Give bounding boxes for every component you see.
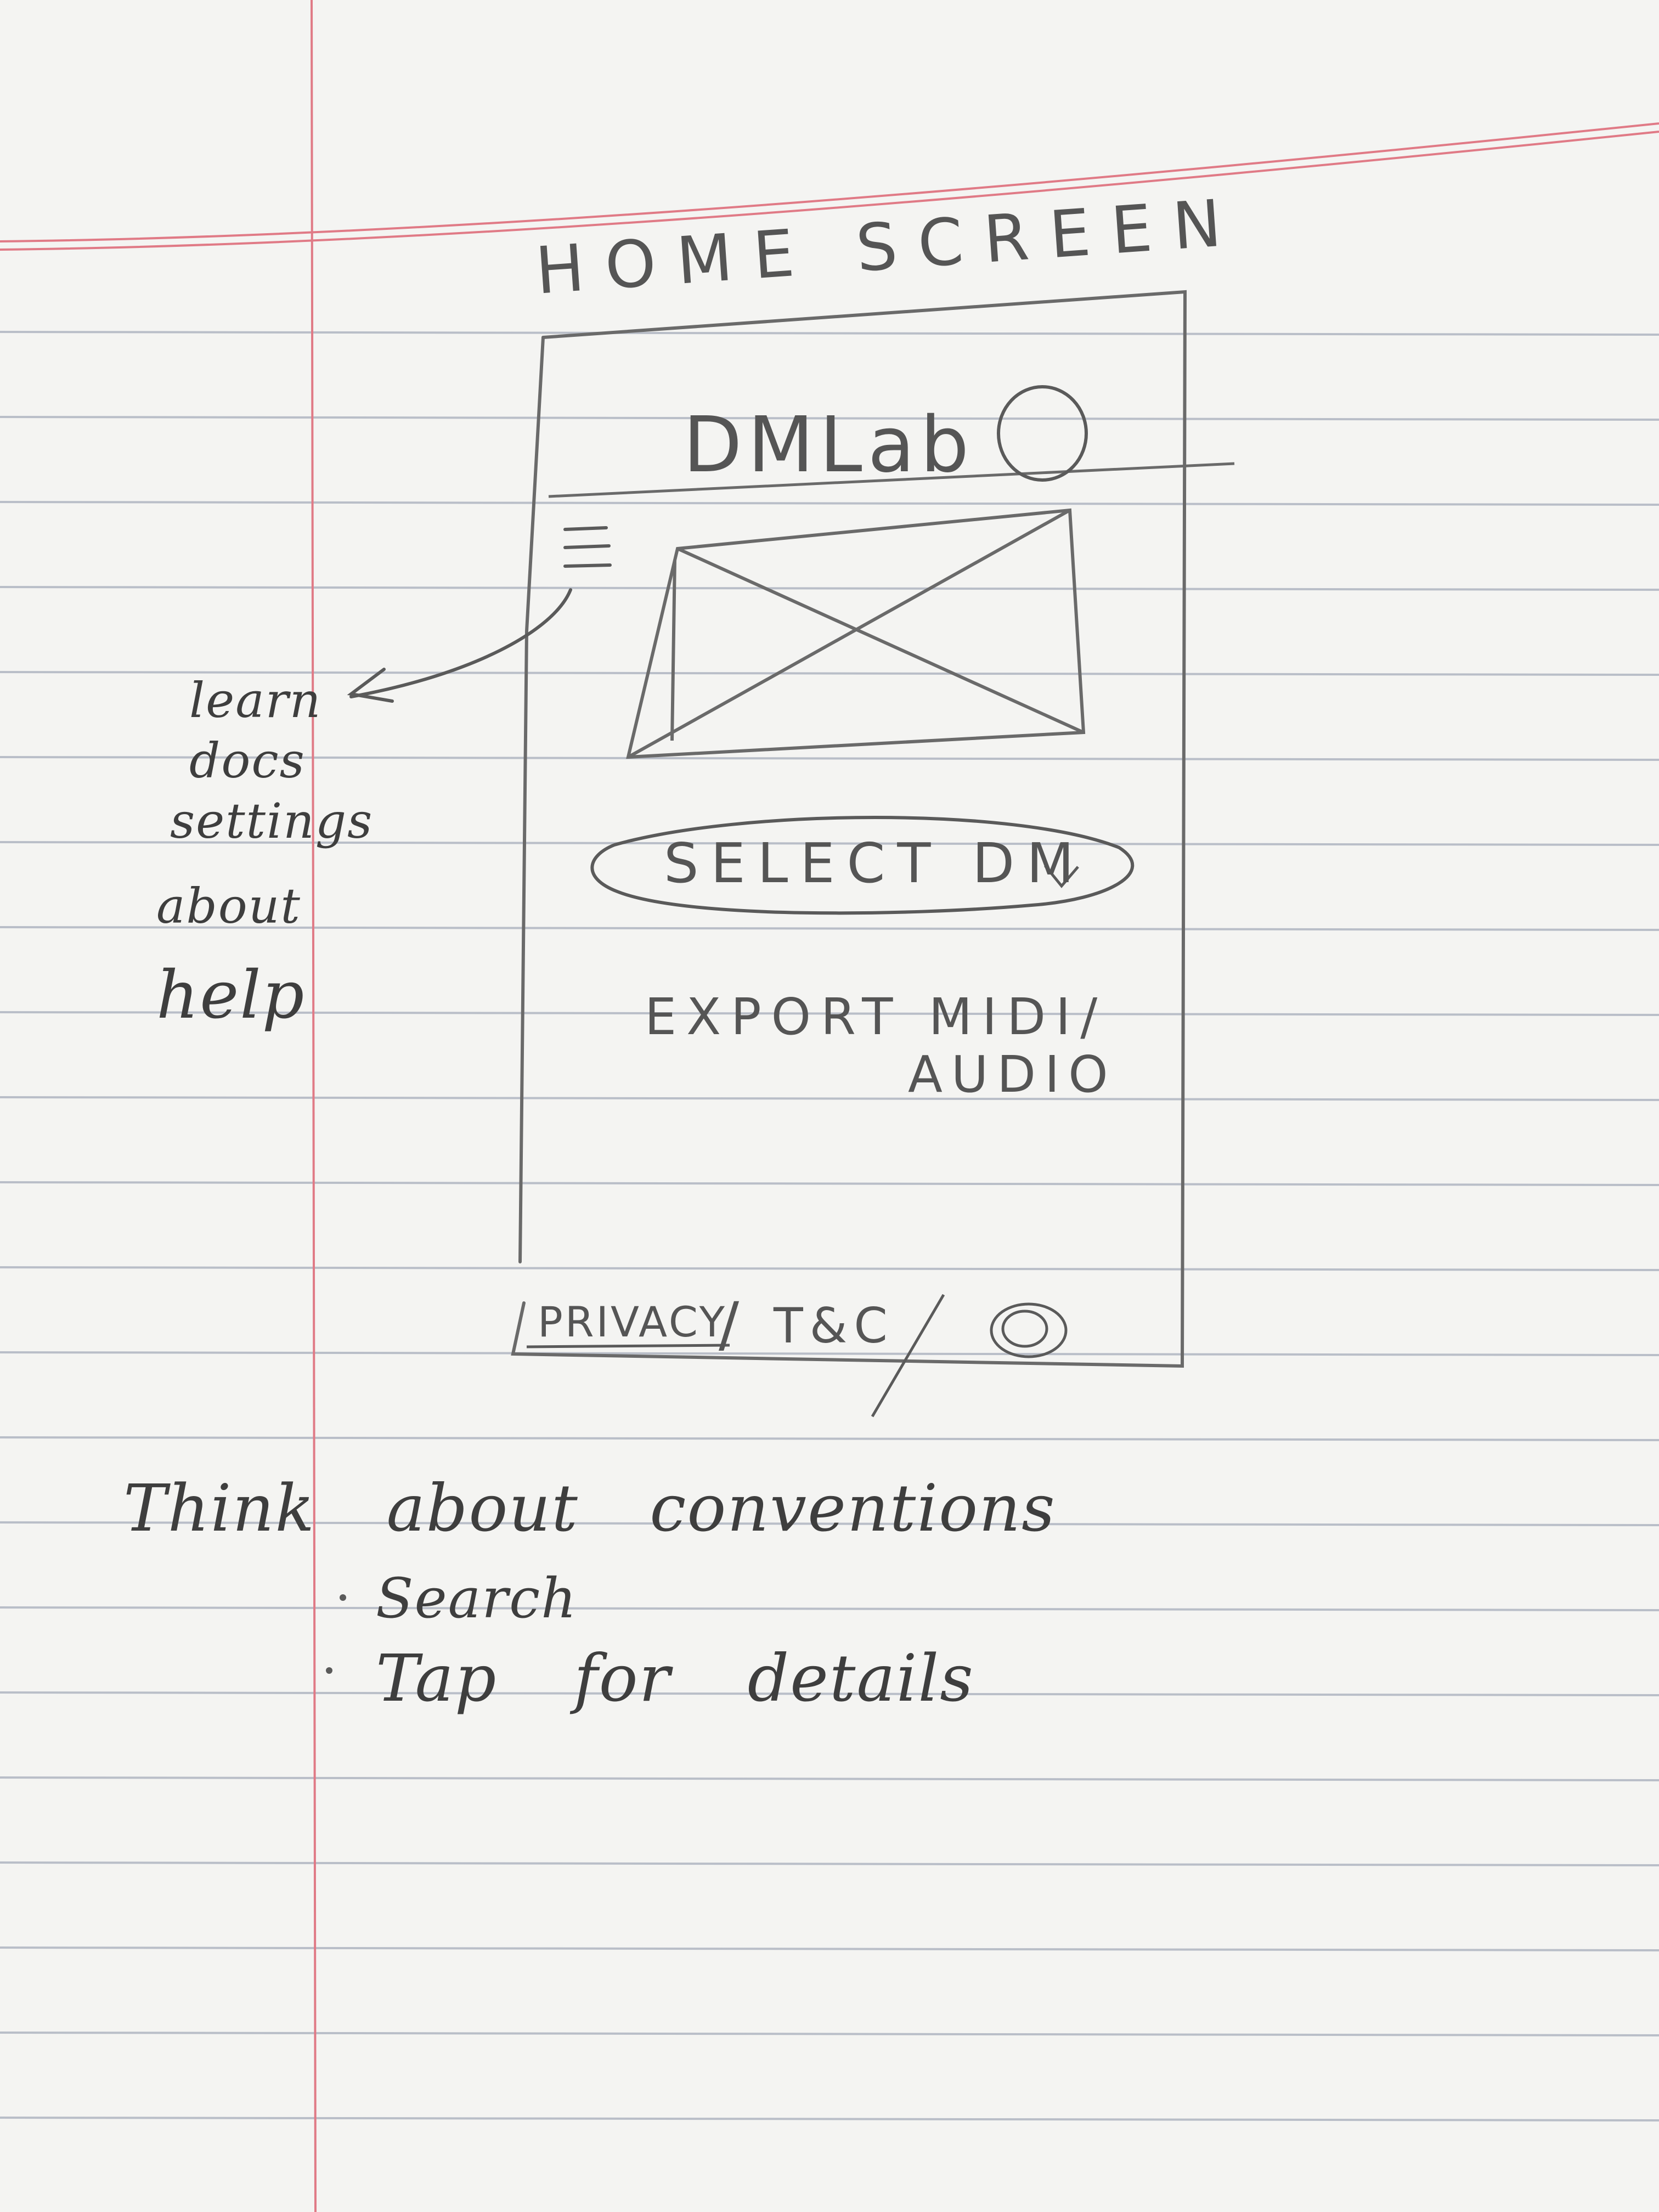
copyright-icon [990,1302,1068,1358]
footer-privacy-link[interactable]: PRIVACY [538,1297,727,1346]
notes-title: Think about conventions [123,1470,1056,1546]
note-bullet-search: Search [376,1566,578,1630]
annotation-item-help: help [156,957,306,1034]
app-title: DMLab [683,400,975,490]
footer-lines [526,1294,945,1418]
note-bullet-tap: Tap for details [376,1640,974,1716]
annotation-item-about: about [156,878,301,934]
circle-profile-icon[interactable] [997,385,1088,482]
ruled-lines [0,331,1659,2121]
phone-frame [511,290,1187,1368]
hamburger-menu-icon[interactable] [563,526,612,568]
annotation-item-docs: docs [189,732,306,789]
chevron-down-icon[interactable] [1044,865,1079,888]
footer-separator: / [719,1289,740,1359]
image-placeholder-icon [626,508,1086,759]
annotation-item-settings: settings [170,793,374,849]
footer-terms-link[interactable]: T&C [774,1297,894,1354]
header-divider [548,462,1235,498]
select-dm-outline [590,816,1135,915]
export-midi-label[interactable]: EXPORT MIDI/ [645,988,1108,1046]
export-audio-label[interactable]: AUDIO [908,1045,1117,1104]
select-dm-button[interactable]: SELECT DM [664,831,1086,895]
annotation-arrow [347,588,572,703]
annotation-item-learn: learn [189,672,322,729]
note-bullets [326,1594,346,1674]
